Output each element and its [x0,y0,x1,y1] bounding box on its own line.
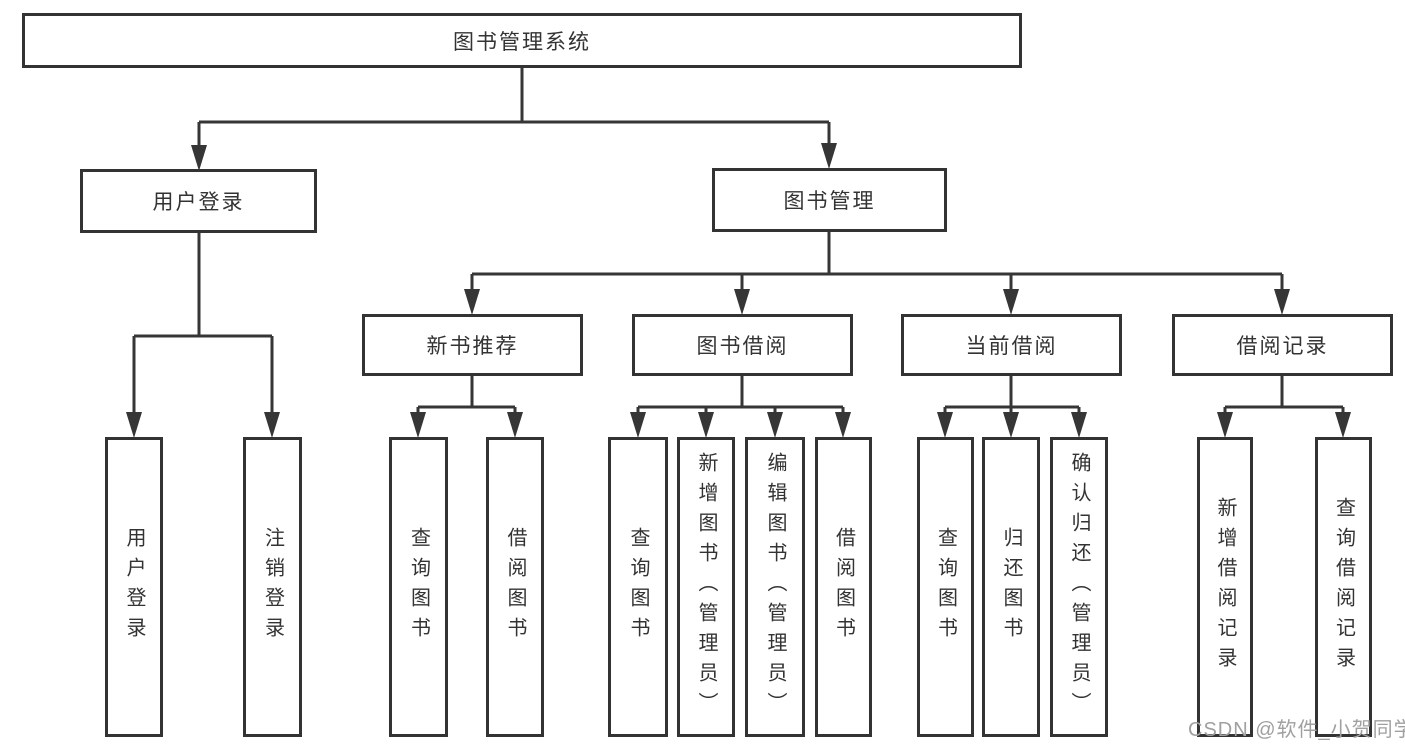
leaf-return-book: 归还图书 [982,437,1040,737]
leaf-query-books-current: 查询图书 [917,437,974,737]
node-user-login: 用户登录 [80,169,317,233]
node-current-borrow: 当前借阅 [901,314,1122,376]
connector-user-login-children [126,233,280,438]
connector-borrow-records-children [1217,375,1351,438]
connector-current-borrow-children [937,375,1087,438]
node-new-book-recommend: 新书推荐 [362,314,583,376]
node-borrow-records: 借阅记录 [1172,314,1393,376]
node-book-borrow: 图书借阅 [632,314,853,376]
leaf-add-book-admin: 新增图书（管理员） [677,437,735,737]
connector-new-book-children [410,375,523,438]
connector-book-borrow-children [630,375,851,438]
leaf-add-borrow-record: 新增借阅记录 [1197,437,1253,737]
leaf-borrow-books: 借阅图书 [815,437,872,737]
leaf-query-borrow-record: 查询借阅记录 [1315,437,1372,737]
leaf-query-books-recommend: 查询图书 [389,437,448,737]
watermark-text: CSDN @软件_小贺同学 [1188,719,1405,741]
leaf-logout: 注销登录 [243,437,302,737]
leaf-query-books-borrow: 查询图书 [608,437,668,737]
node-root: 图书管理系统 [22,13,1022,68]
connector-book-mgmt-to-level3 [464,231,1290,315]
leaf-edit-book-admin: 编辑图书（管理员） [745,437,805,737]
leaf-confirm-return-admin: 确认归还（管理员） [1050,437,1108,737]
leaf-borrow-books-recommend: 借阅图书 [486,437,544,737]
connector-root-to-level2 [191,67,837,171]
node-book-management: 图书管理 [712,168,947,232]
leaf-user-login: 用户登录 [105,437,163,737]
